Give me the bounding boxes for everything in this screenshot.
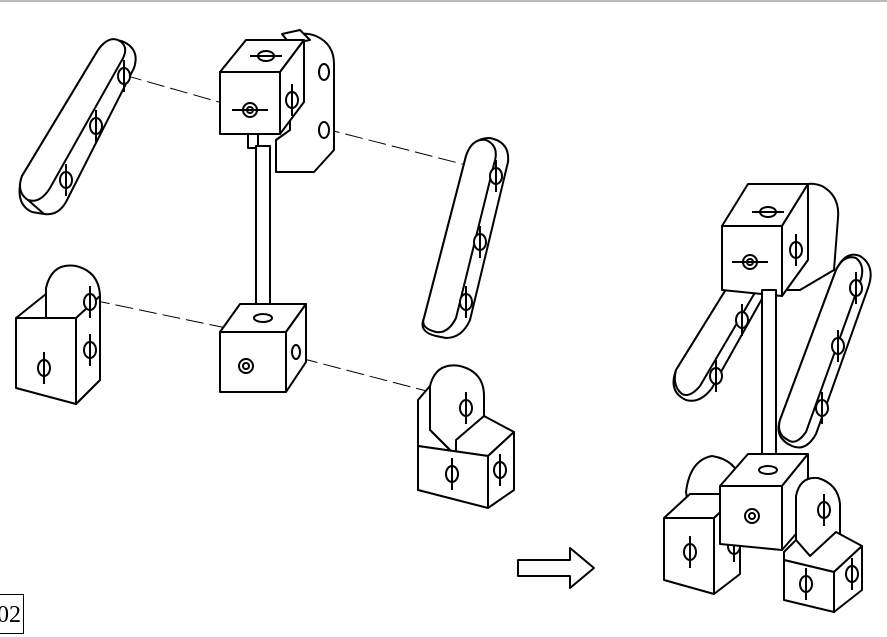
l-bracket-right [417, 364, 515, 509]
guide-line [321, 127, 471, 167]
rod [247, 133, 271, 323]
guide-line [91, 299, 237, 331]
assembled-model [663, 182, 872, 613]
long-link-left [18, 38, 137, 216]
top-hinge-cube [219, 29, 335, 173]
l-bracket-left [15, 264, 101, 405]
guide-line [299, 357, 439, 395]
long-link-right [421, 137, 510, 339]
page-number: 02 [0, 594, 24, 634]
assembly-arrow [517, 547, 595, 589]
top-border-line [0, 0, 887, 2]
bottom-cube [219, 303, 307, 393]
